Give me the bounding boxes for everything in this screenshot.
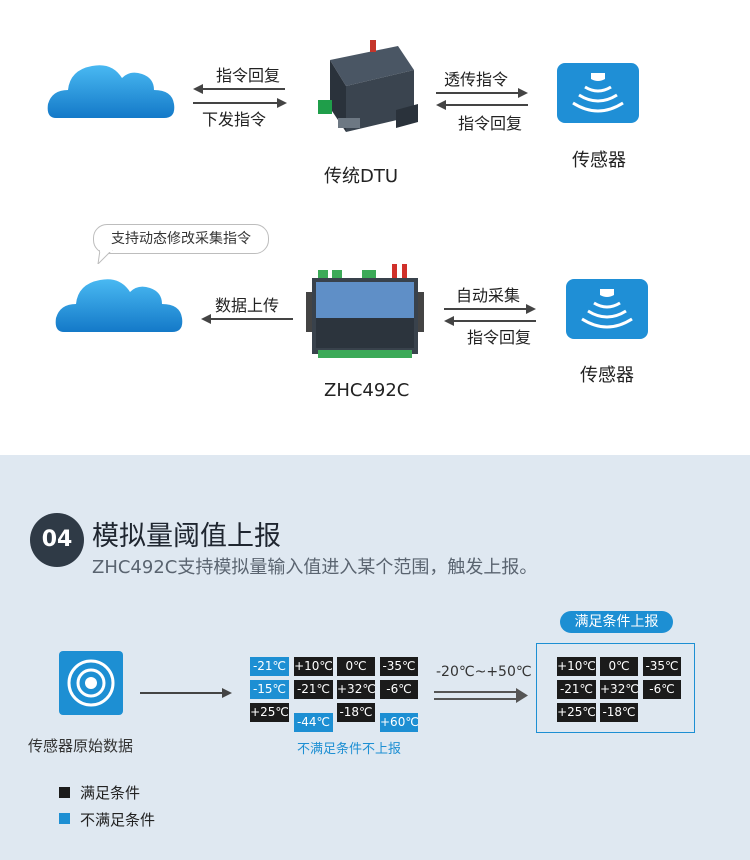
raw-value: -21℃: [250, 657, 289, 676]
raw-value: 0℃: [337, 657, 375, 676]
section-number-badge: 04: [30, 513, 84, 567]
arrow-right-icon: [436, 88, 528, 98]
raw-value: +25℃: [250, 703, 289, 722]
sensor-label-mid: 传感器: [580, 365, 634, 386]
cmd-reply-label-right: 指令回复: [458, 114, 523, 133]
raw-value: +32℃: [337, 680, 376, 699]
pass-cmd-label: 透传指令: [444, 70, 509, 89]
cmd-reply-label-mid: 指令回复: [467, 328, 532, 347]
sensor-wave-icon: [557, 63, 639, 123]
arrow-left-icon: [201, 314, 293, 324]
target-sensor-icon: [59, 651, 123, 715]
cloud-icon: [47, 65, 175, 118]
reported-value: +25℃: [557, 703, 596, 722]
raw-value: -18℃: [337, 703, 375, 722]
raw-value: +60℃: [380, 713, 419, 732]
reported-values-box: [536, 643, 695, 733]
range-label: -20℃~+50℃: [436, 664, 532, 680]
upload-label: 数据上传: [215, 296, 280, 315]
reported-value: -21℃: [557, 680, 596, 699]
raw-value: -44℃: [294, 713, 333, 732]
double-arrow-right-icon: [434, 688, 528, 703]
section-subtitle: ZHC492C支持模拟量输入值进入某个范围，触发上报。: [92, 557, 538, 578]
zhc492c-device-icon: [306, 264, 424, 358]
cloud-icon: [55, 279, 183, 332]
legend-meet-label: 满足条件: [80, 784, 141, 802]
reported-value: -18℃: [600, 703, 638, 722]
dtu-label: 传统DTU: [324, 166, 399, 187]
legend-not-meet-label: 不满足条件: [80, 811, 156, 829]
arrow-right-icon: [193, 98, 287, 108]
reported-value: -6℃: [643, 680, 681, 699]
sensor-raw-label: 传感器原始数据: [28, 737, 134, 755]
reported-value: 0℃: [600, 657, 638, 676]
raw-value: -35℃: [380, 657, 418, 676]
section-title: 模拟量阈值上报: [92, 521, 281, 552]
report-title-pill: 满足条件上报: [560, 611, 673, 633]
report-title-text: 满足条件上报: [574, 614, 659, 630]
raw-value: +10℃: [294, 657, 333, 676]
sensor-wave-icon: [566, 279, 648, 339]
arrow-right-icon: [444, 304, 536, 314]
raw-value: -6℃: [380, 680, 418, 699]
legend-not-meet-swatch: [59, 813, 70, 824]
auto-collect-label: 自动采集: [456, 286, 521, 305]
sensor-label: 传感器: [572, 150, 626, 171]
arrow-left-icon: [193, 84, 285, 94]
arrow-left-icon: [444, 316, 536, 326]
reported-value: -35℃: [643, 657, 681, 676]
arrow-right-icon: [140, 688, 232, 698]
device-label: ZHC492C: [324, 380, 410, 401]
reported-value: +32℃: [600, 680, 639, 699]
speech-bubble: 支持动态修改采集指令: [93, 224, 269, 254]
dtu-device-icon: [318, 40, 418, 132]
bubble-tail-icon: [97, 250, 113, 264]
raw-value: -21℃: [294, 680, 333, 699]
bubble-text: 支持动态修改采集指令: [111, 231, 251, 247]
raw-value: -15℃: [250, 680, 289, 699]
arrow-left-icon: [436, 100, 528, 110]
not-meet-caption: 不满足条件不上报: [297, 742, 402, 757]
send-cmd-label: 下发指令: [202, 110, 267, 129]
legend-meet-swatch: [59, 787, 70, 798]
cmd-reply-label: 指令回复: [216, 66, 281, 85]
reported-value: +10℃: [557, 657, 596, 676]
